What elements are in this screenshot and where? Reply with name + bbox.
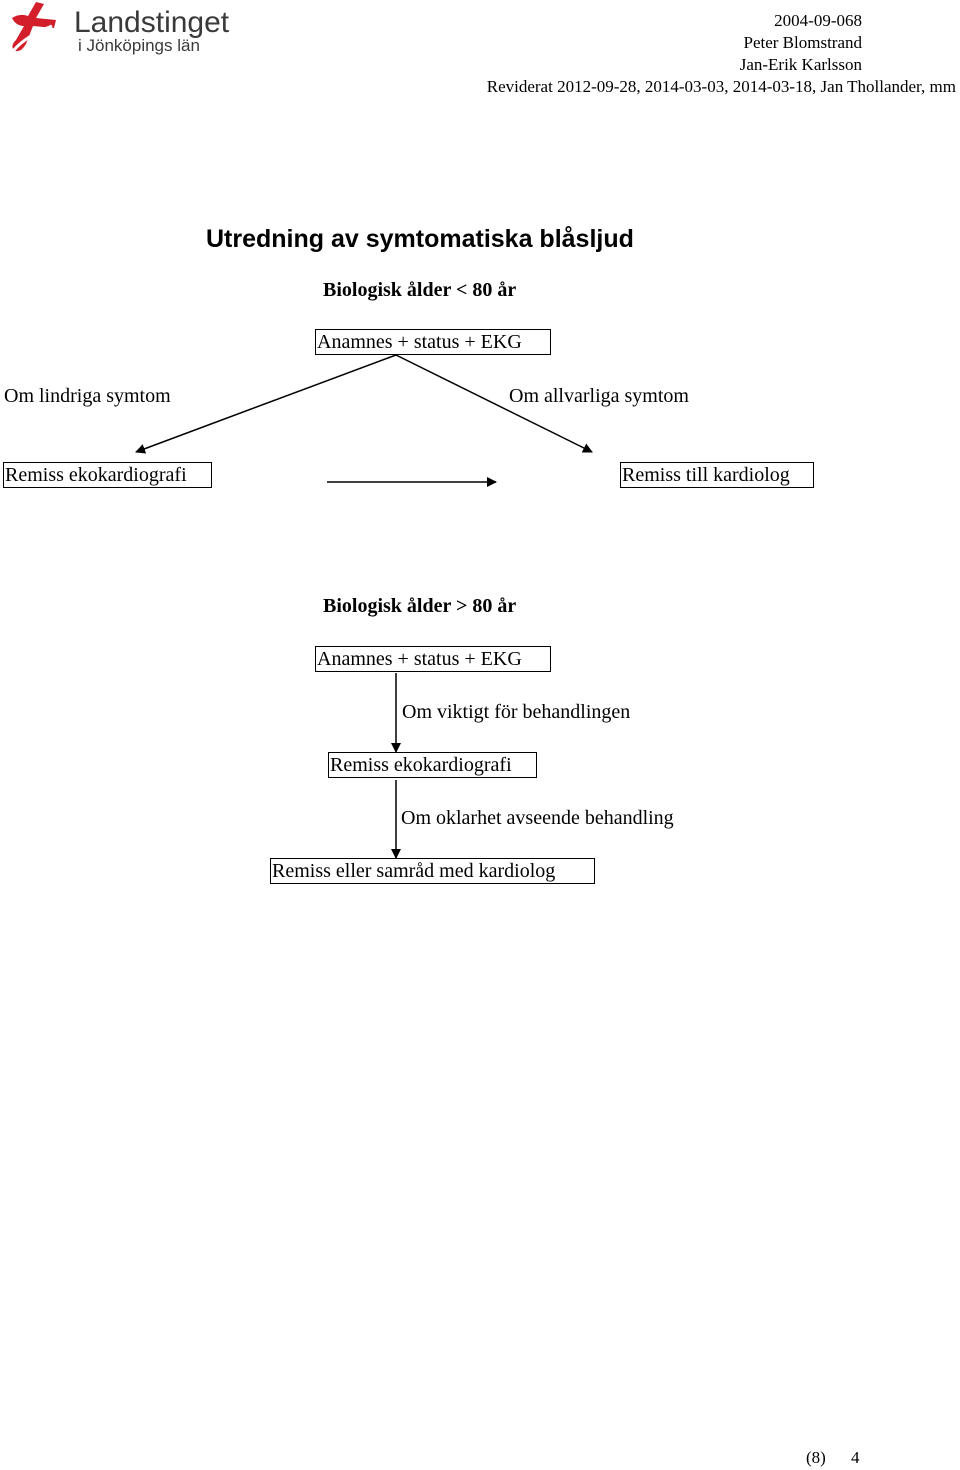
landstinget-logo: Landstinget i Jönköpings län	[6, 0, 251, 60]
box-remiss-ekokardiografi-over-80: Remiss ekokardiografi	[328, 752, 537, 778]
label-oklarhet-behandling: Om oklarhet avseende behandling	[401, 807, 674, 829]
box-anamnes-under-80: Anamnes + status + EKG	[315, 329, 551, 355]
arrow-to-kardiolog	[395, 354, 593, 453]
logo-line2: i Jönköpings län	[78, 36, 200, 55]
label-lindriga-symtom: Om lindriga symtom	[4, 385, 171, 407]
revision-line: Reviderat 2012-09-28, 2014-03-03, 2014-0…	[486, 77, 956, 96]
box-remiss-ekokardiografi: Remiss ekokardiografi	[3, 462, 212, 488]
total-pages: (8)	[806, 1448, 826, 1467]
arrow-to-ekokardiografi	[135, 354, 397, 454]
heading-over-80: Biologisk ålder > 80 år	[323, 595, 517, 617]
author-2: Jan-Erik Karlsson	[739, 55, 862, 74]
page-number: 4	[851, 1448, 860, 1467]
author-1: Peter Blomstrand	[743, 33, 862, 52]
logo-graphic: Landstinget i Jönköpings län	[12, 2, 230, 55]
label-viktigt-behandlingen: Om viktigt för behandlingen	[402, 701, 631, 723]
document-number: 2004-09-068	[774, 11, 862, 30]
box-remiss-samrad-kardiolog: Remiss eller samråd med kardiolog	[270, 858, 595, 884]
box-remiss-kardiolog: Remiss till kardiolog	[620, 462, 814, 488]
box-anamnes-over-80: Anamnes + status + EKG	[315, 646, 551, 672]
heading-under-80: Biologisk ålder < 80 år	[323, 279, 517, 301]
label-allvarliga-symtom: Om allvarliga symtom	[509, 385, 689, 407]
logo-line1: Landstinget	[74, 6, 230, 39]
page-title: Utredning av symtomatiska blåsljud	[206, 225, 634, 253]
